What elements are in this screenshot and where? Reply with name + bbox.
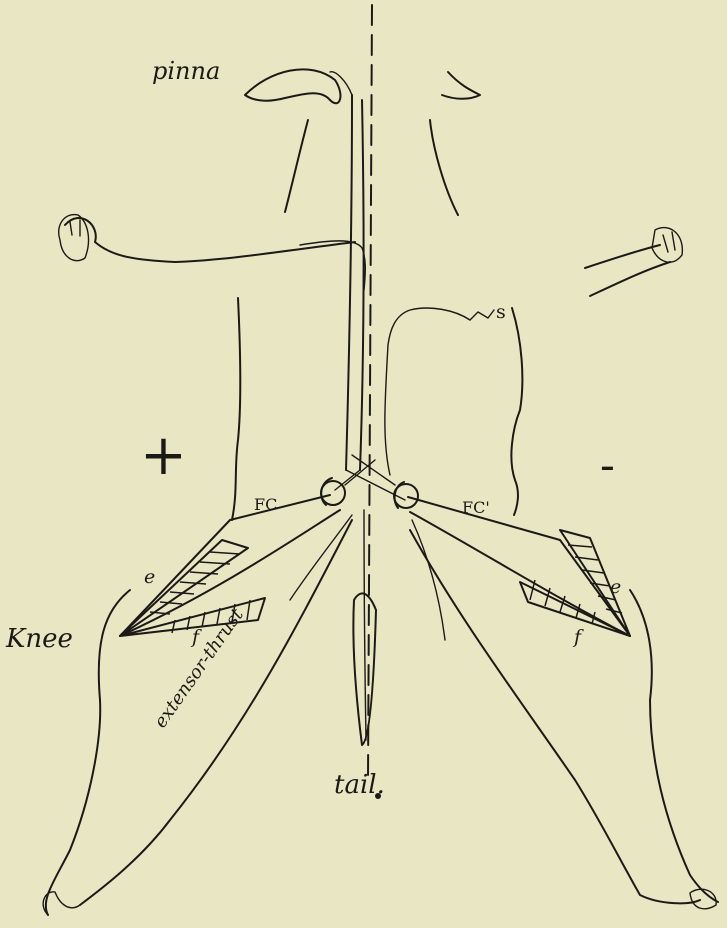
forelimb-right-upper (585, 245, 660, 268)
neural-tract-mid (360, 100, 364, 470)
f-line-right (410, 512, 630, 636)
label-pinna: pinna (152, 57, 220, 85)
forepaw-left (59, 215, 89, 261)
label-knee: Knee (6, 624, 73, 654)
tail-nerve (364, 510, 366, 740)
label-e-left: e (144, 566, 155, 588)
head-outline-left (285, 120, 308, 212)
label-f-right: f (574, 626, 581, 648)
label-fc: FC (254, 495, 277, 514)
flank-right (511, 308, 522, 515)
pinna-right (442, 72, 480, 99)
hindlimb-right-inner (410, 530, 700, 903)
label-f-left: f (192, 626, 199, 648)
pinna-left (245, 69, 340, 103)
extensor-hatch-left (150, 552, 240, 614)
hind-nerve-left (290, 515, 352, 600)
forelimb-left (65, 218, 355, 262)
label-s: s (496, 301, 506, 323)
label-e-right: e (610, 576, 621, 598)
hindlimb-left-inner (80, 520, 352, 905)
flank-left (232, 298, 240, 520)
label-tail: tail. (334, 770, 385, 800)
neural-tract-left (346, 95, 352, 470)
label-fc-prime: FC' (462, 498, 490, 517)
head-outline-right (430, 120, 458, 215)
forelimb-right-lower (590, 262, 670, 296)
label-minus: - (600, 444, 615, 488)
midline-dashed (368, 5, 372, 780)
label-plus: + (140, 428, 187, 484)
hindlimb-right-outer (630, 590, 718, 902)
s-nerve-end (470, 310, 494, 320)
s-nerve (385, 308, 470, 475)
